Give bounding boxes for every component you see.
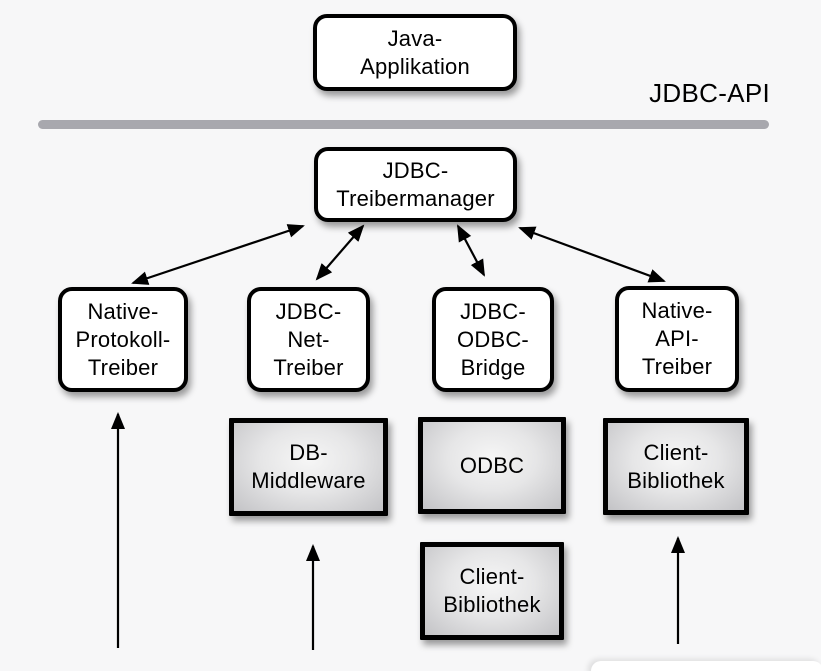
edge-treibermanager-to-native_api [518,226,666,283]
node-label: JDBC- Net- Treiber [273,298,344,380]
node-db-middleware: DB- Middleware [229,418,388,516]
node-label: Java- Applikation [360,25,470,79]
node-label: Native- API- Treiber [641,298,713,379]
node-label: Client- Bibliothek [627,439,725,493]
node-label: Client- Bibliothek [443,564,541,617]
node-java-applikation: Java- Applikation [313,14,517,91]
edge-treibermanager-to-jdbc_odbc [457,224,485,277]
jdbc-api-divider-line [38,120,769,129]
node-label: Native- Protokoll- Treiber [75,298,171,380]
node-native-api-treiber: Native- API- Treiber [615,286,739,392]
node-label: ODBC [459,452,525,478]
node-odbc: ODBC [418,417,566,514]
partial-box-bottom-right [591,661,821,671]
node-jdbc-odbc-bridge: JDBC- ODBC- Bridge [432,287,554,392]
node-label: JDBC- ODBC- Bridge [457,298,529,380]
node-client-bibliothek-right: Client- Bibliothek [603,418,749,515]
node-jdbc-net-treiber: JDBC- Net- Treiber [247,287,370,392]
edge-treibermanager-to-native_protokoll [131,224,305,285]
node-jdbc-treibermanager: JDBC- Treibermanager [314,147,517,222]
node-label: JDBC- Treibermanager [336,157,495,211]
node-label: DB- Middleware [251,440,366,493]
node-native-protokoll-treiber: Native- Protokoll- Treiber [58,287,188,392]
jdbc-api-label: JDBC-API [649,78,770,108]
edge-treibermanager-to-jdbc_net [315,224,365,281]
node-client-bibliothek-bottom: Client- Bibliothek [420,542,564,640]
